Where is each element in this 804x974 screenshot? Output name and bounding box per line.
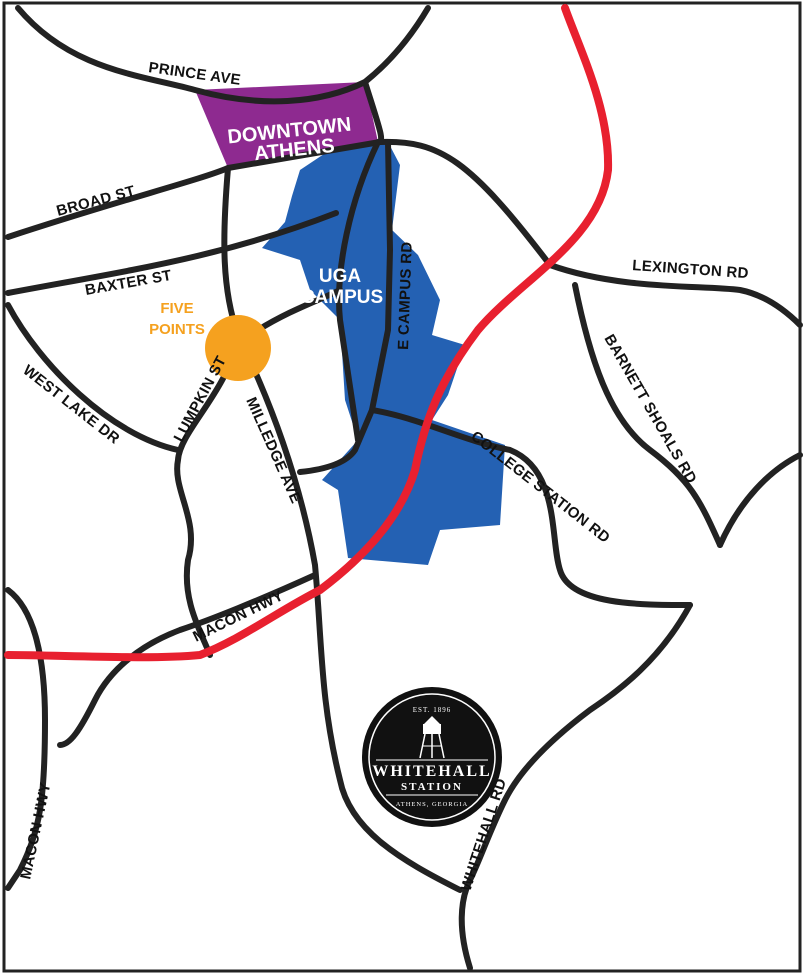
college-station-rd-road bbox=[369, 407, 693, 608]
east-connector-road bbox=[717, 452, 803, 548]
logo-established: EST. 1896 bbox=[413, 706, 451, 714]
lexington-rd-road bbox=[547, 262, 803, 328]
campus-label-line2: CAMPUS bbox=[301, 287, 383, 308]
lumpkin-st-road bbox=[174, 332, 241, 658]
campus-connector-road bbox=[255, 287, 343, 333]
macon-hwy-left-road bbox=[5, 587, 48, 891]
west-lake-dr-road bbox=[5, 302, 181, 453]
prince-ave-road bbox=[15, 5, 431, 105]
whitehall-station-logo: EST. 1896 WHITEHALL STATION ATHENS, GEOR… bbox=[362, 687, 502, 827]
macon-hwy-center-road bbox=[57, 572, 318, 748]
logo-name-line2: STATION bbox=[401, 781, 463, 793]
downtown-east-road bbox=[336, 79, 385, 443]
e-campus-rd-road bbox=[297, 139, 393, 475]
road-network bbox=[5, 5, 803, 971]
barnett-shoals-rd-road bbox=[572, 282, 723, 548]
baxter-st-road bbox=[5, 210, 339, 296]
water-tower-icon bbox=[419, 716, 445, 759]
logo-name-line1: WHITEHALL bbox=[372, 763, 491, 780]
whitehall-rd-road bbox=[458, 602, 693, 971]
loop-highway bbox=[4, 4, 613, 662]
e-campus-rd-label: E CAMPUS RD bbox=[395, 241, 416, 350]
five-points-label-line2: POINTS bbox=[149, 321, 205, 338]
downtown-athens-area bbox=[195, 82, 378, 168]
five-points-marker bbox=[205, 315, 271, 381]
campus-label-line1: UGA bbox=[319, 266, 362, 287]
broad-st-road bbox=[5, 138, 553, 268]
logo-location: ATHENS, GEORGIA bbox=[396, 801, 468, 808]
milledge-ave-road bbox=[235, 332, 463, 893]
five-points-label-line1: FIVE bbox=[160, 300, 193, 317]
